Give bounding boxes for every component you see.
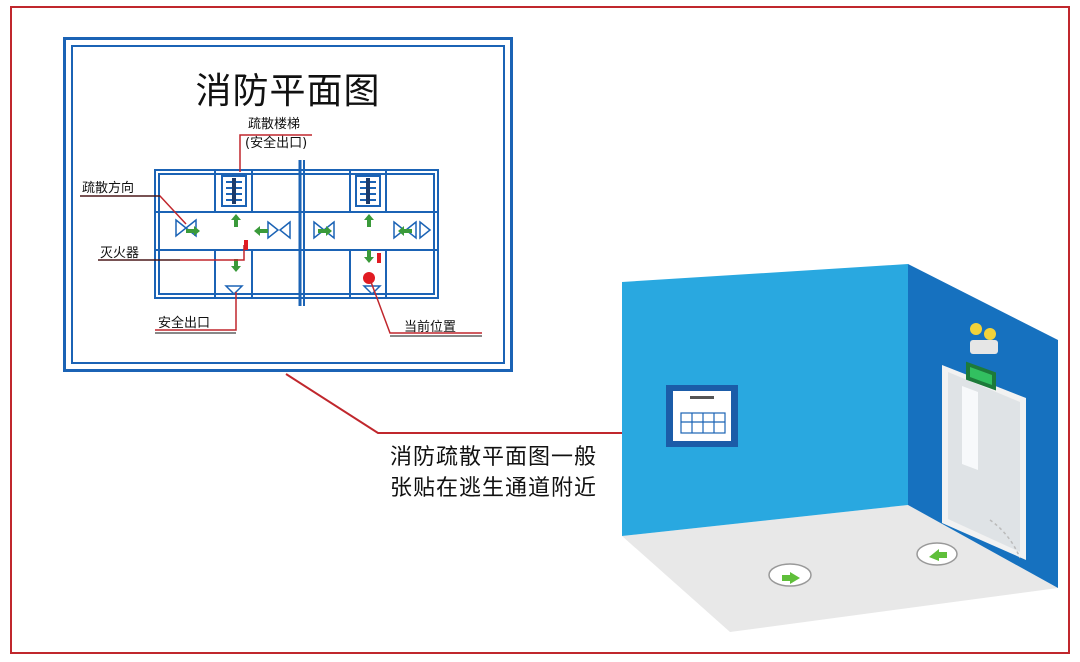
caption-line-2: 张贴在逃生通道附近 (390, 476, 598, 501)
emergency-light-icon (970, 323, 998, 354)
room-front-wall (622, 264, 908, 536)
current-position-marker (363, 272, 375, 284)
current-position-label: 当前位置 (404, 320, 457, 335)
arrow-right-icon (318, 226, 332, 236)
connector-line (285, 373, 668, 434)
stairs-label: 疏散楼梯 (248, 117, 301, 132)
room-scene (622, 264, 1058, 632)
stairs-left (221, 175, 247, 207)
floor-plan (154, 160, 439, 306)
arrow-left-icon (398, 226, 412, 236)
stairs-right (355, 175, 381, 207)
arrow-right-icon (929, 549, 947, 561)
plan-sign-inner-border (71, 45, 505, 364)
evacuation-arrows (186, 214, 412, 272)
direction-label: 疏散方向 (82, 181, 135, 196)
room-floor (622, 505, 1058, 632)
floor-arrow-marker (768, 563, 812, 587)
fire-extinguisher-icon (377, 253, 381, 263)
outer-frame (10, 6, 1070, 654)
arrow-down-icon (231, 259, 241, 272)
arrow-right-icon (782, 572, 800, 584)
plan-title: 消防平面图 (195, 71, 381, 112)
arrow-down-icon (364, 250, 374, 263)
plan-outer-wall-inner (158, 173, 435, 295)
extinguisher-label: 灭火器 (100, 246, 140, 261)
arrow-right-icon (186, 226, 200, 236)
floor-arrow-marker (916, 542, 958, 566)
caption-line-1: 消防疏散平面图一般 (390, 445, 598, 470)
callout-lines (80, 134, 482, 337)
arrow-up-icon (364, 214, 374, 227)
arrow-up-icon (231, 214, 241, 227)
fire-extinguisher-icon (244, 240, 248, 250)
plan-outer-wall (154, 169, 439, 299)
stairs-exit-label: (安全出口) (245, 136, 308, 151)
exit-label: 安全出口 (158, 316, 211, 331)
arrow-left-icon (254, 226, 268, 236)
caption: 消防疏散平面图一般 张贴在逃生通道附近 (390, 442, 597, 504)
